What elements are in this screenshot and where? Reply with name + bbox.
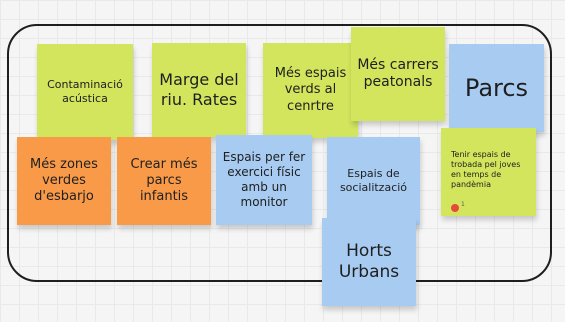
sticky-note-marge-riu[interactable]: Marge del riu. Rates — [152, 43, 246, 137]
reaction-count: 1 — [461, 201, 465, 208]
sticky-note-carrers-peatonals[interactable]: Més carrers peatonals — [351, 27, 445, 121]
sticky-note-contaminacio[interactable]: Contaminació acústica — [37, 44, 133, 140]
sticky-note-text: Marge del riu. Rates — [159, 70, 239, 109]
sticky-note-text: Horts Urbans — [338, 240, 400, 282]
emoji-reaction-icon[interactable] — [451, 204, 459, 212]
sticky-note-text: Contaminació acústica — [47, 78, 123, 105]
sticky-note-exercici-fisic[interactable]: Espais per fer exercici físic amb un mon… — [216, 135, 312, 225]
sticky-note-horts-urbans[interactable]: Horts Urbans — [322, 218, 416, 306]
board-frame — [7, 24, 552, 282]
sticky-note-text: Tenir espais de trobada pel joves en tem… — [451, 150, 521, 189]
sticky-note-text: Més espais verds al cenrtre — [274, 66, 347, 114]
sticky-note-socialitzacio[interactable]: Espais de socialització — [327, 137, 420, 225]
sticky-note-text: Crear més parcs infantis — [130, 156, 198, 205]
sticky-note-parcs-infantis[interactable]: Crear més parcs infantis — [117, 137, 211, 225]
sticky-note-parcs[interactable]: Parcs — [449, 44, 544, 132]
sticky-note-text: Espais per fer exercici físic amb un mon… — [222, 150, 306, 209]
sticky-note-text: Més zones verdes d'esbarjo — [30, 156, 98, 205]
sticky-note-text: Parcs — [464, 74, 529, 102]
sticky-note-trobada-joves[interactable]: Tenir espais de trobada pel joves en tem… — [441, 128, 536, 216]
sticky-note-espais-verds[interactable]: Més espais verds al cenrtre — [263, 43, 358, 138]
sticky-note-zones-verdes[interactable]: Més zones verdes d'esbarjo — [17, 137, 111, 225]
sticky-note-text: Espais de socialització — [339, 167, 408, 194]
sticky-note-text: Més carrers peatonals — [357, 56, 439, 91]
